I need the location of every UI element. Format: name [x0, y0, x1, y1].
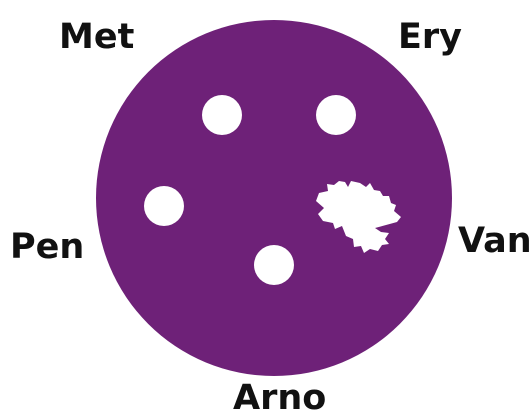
label-van: Van — [458, 224, 530, 259]
antibiotic-disk-met — [202, 95, 242, 135]
label-pen: Pen — [10, 230, 84, 265]
label-ery: Ery — [398, 20, 462, 55]
label-met: Met — [59, 20, 134, 55]
label-arno: Arno — [233, 381, 326, 416]
antibiotic-disk-pen — [144, 186, 184, 226]
antibiotic-disk-ery — [316, 95, 356, 135]
antibiotic-disk-arno — [254, 245, 294, 285]
